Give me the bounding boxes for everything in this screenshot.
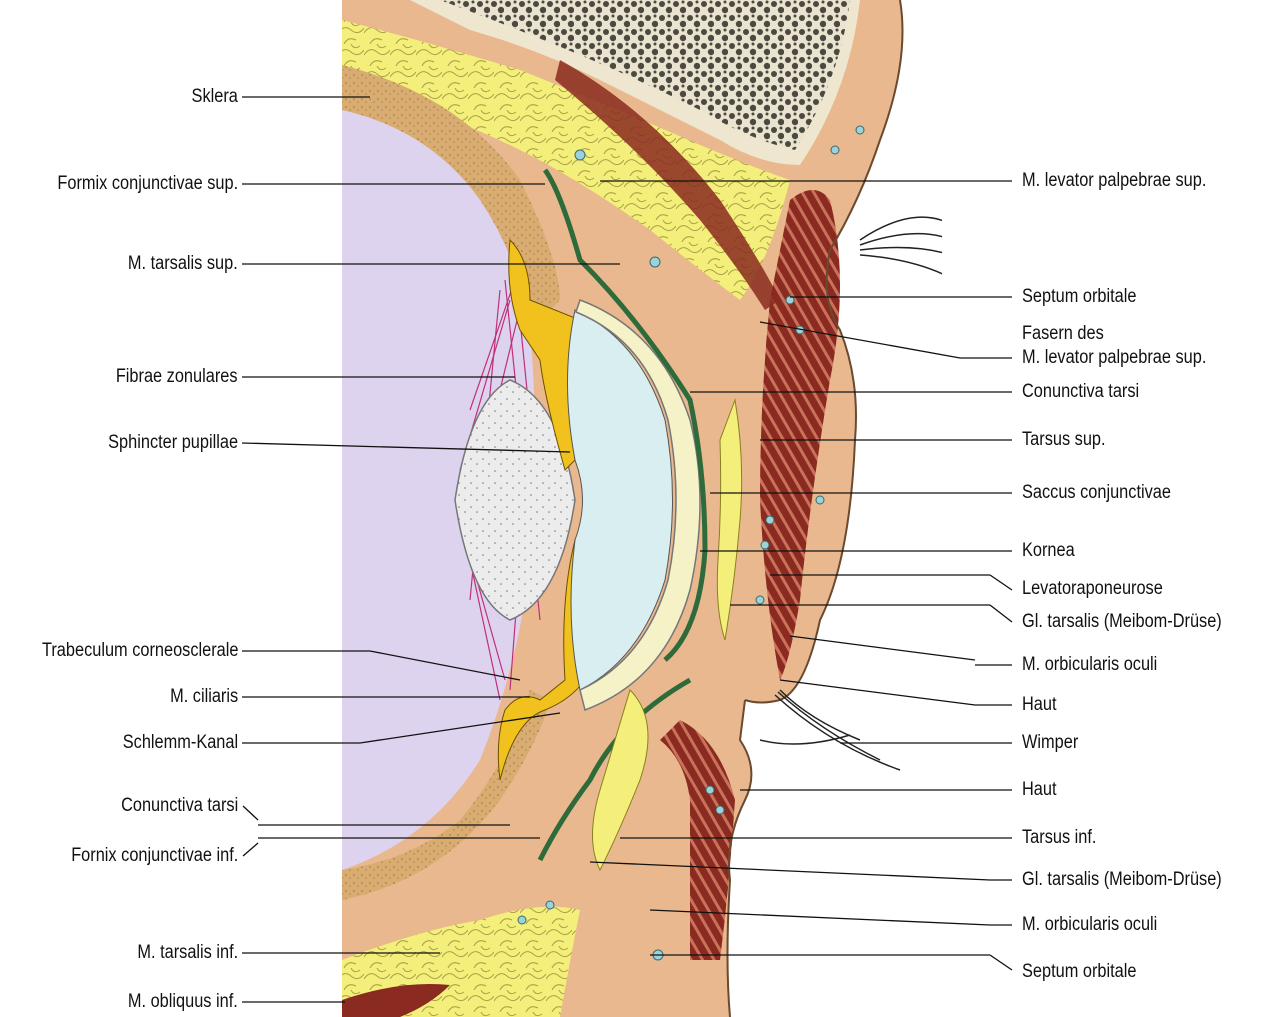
- label-levatoraponeurose: Levatoraponeurose: [1022, 578, 1163, 600]
- label-fibrae-zonulares: Fibrae zonulares: [116, 366, 238, 388]
- label-trabeculum-corneosclerale: Trabeculum corneosclerale: [42, 640, 238, 662]
- label-gl-tarsalis-upper: Gl. tarsalis (Meibom-Drüse): [1022, 611, 1222, 633]
- label-conunctiva-tarsi-left: Conunctiva tarsi: [121, 795, 238, 817]
- label-kornea: Kornea: [1022, 540, 1075, 562]
- label-conunctiva-tarsi-right: Conunctiva tarsi: [1022, 381, 1139, 403]
- label-fornix-conjunctivae-inf: Fornix conjunctivae inf.: [71, 845, 238, 867]
- label-schlemm-kanal: Schlemm-Kanal: [123, 732, 238, 754]
- label-haut-lower: Haut: [1022, 779, 1057, 801]
- label-sklera: Sklera: [192, 86, 238, 108]
- label-gl-tarsalis-lower: Gl. tarsalis (Meibom-Drüse): [1022, 869, 1222, 891]
- label-tarsus-sup: Tarsus sup.: [1022, 429, 1106, 451]
- label-septum-orbitale-upper: Septum orbitale: [1022, 286, 1136, 308]
- label-m-levator-palpebrae-sup: M. levator palpebrae sup.: [1022, 170, 1206, 192]
- label-m-tarsalis-sup: M. tarsalis sup.: [128, 253, 238, 275]
- label-m-tarsalis-inf: M. tarsalis inf.: [137, 942, 238, 964]
- label-septum-orbitale-lower: Septum orbitale: [1022, 961, 1136, 983]
- anatomical-illustration: [342, 0, 980, 1017]
- label-m-ciliaris: M. ciliaris: [170, 686, 238, 708]
- label-m-orbicularis-oculi-lower: M. orbicularis oculi: [1022, 914, 1157, 936]
- label-tarsus-inf: Tarsus inf.: [1022, 827, 1096, 849]
- label-saccus-conjunctivae: Saccus conjunctivae: [1022, 482, 1171, 504]
- label-fasern-des: Fasern des: [1022, 323, 1104, 345]
- label-haut-upper: Haut: [1022, 694, 1057, 716]
- label-m-orbicularis-oculi-upper: M. orbicularis oculi: [1022, 654, 1157, 676]
- label-sphincter-pupillae: Sphincter pupillae: [108, 432, 238, 454]
- label-wimper: Wimper: [1022, 732, 1078, 754]
- label-m-levator-palpebrae-sup-fibres: M. levator palpebrae sup.: [1022, 347, 1206, 369]
- label-formix-conjunctivae-sup: Formix conjunctivae sup.: [57, 173, 238, 195]
- label-m-obliquus-inf: M. obliquus inf.: [128, 991, 238, 1013]
